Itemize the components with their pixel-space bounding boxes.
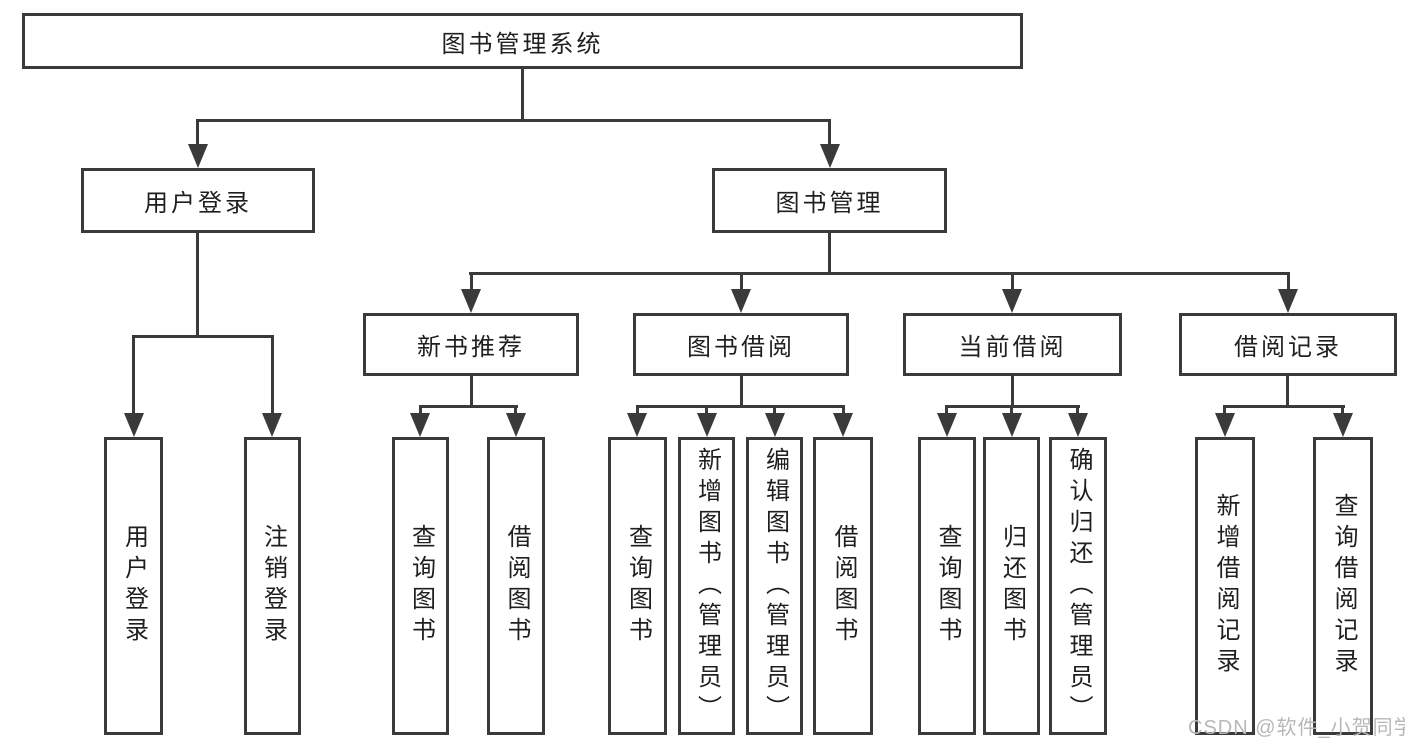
node-book-management: 图书管理 bbox=[712, 168, 947, 233]
arrow-down-icon bbox=[820, 144, 840, 168]
connector-line bbox=[773, 405, 776, 417]
connector-line bbox=[470, 376, 473, 407]
arrow-down-icon bbox=[188, 144, 208, 168]
leaf-label: 查询图书 bbox=[934, 524, 961, 648]
arrow-down-icon bbox=[461, 289, 481, 313]
connector-line bbox=[1076, 405, 1079, 417]
leaf-label: 确认归还（管理员） bbox=[1065, 446, 1092, 726]
connector-line bbox=[828, 233, 831, 274]
node-label: 新书推荐 bbox=[417, 334, 525, 361]
arrow-down-icon bbox=[697, 413, 717, 437]
connector-line bbox=[1341, 405, 1344, 417]
connector-line bbox=[740, 376, 743, 407]
connector-line bbox=[132, 335, 135, 417]
node-library-system: 图书管理系统 bbox=[22, 13, 1023, 69]
connector-line bbox=[1011, 272, 1014, 291]
leaf-add-borrow-record: 新增借阅记录 bbox=[1195, 437, 1255, 735]
leaf-borrow-books-recommend: 借阅图书 bbox=[487, 437, 545, 735]
connector-line bbox=[271, 335, 274, 417]
leaf-label: 编辑图书（管理员） bbox=[761, 446, 789, 726]
leaf-confirm-return-admin: 确认归还（管理员） bbox=[1049, 437, 1107, 735]
leaf-borrow-books: 借阅图书 bbox=[813, 437, 873, 735]
node-new-book-recommendation: 新书推荐 bbox=[363, 313, 579, 376]
leaf-logout: 注销登录 bbox=[244, 437, 301, 735]
arrow-down-icon bbox=[833, 413, 853, 437]
leaf-return-books: 归还图书 bbox=[983, 437, 1040, 735]
leaf-label: 用户登录 bbox=[120, 524, 148, 648]
connector-line bbox=[705, 405, 708, 417]
leaf-query-books-current: 查询图书 bbox=[918, 437, 976, 735]
leaf-label: 查询借阅记录 bbox=[1330, 493, 1357, 679]
connector-line bbox=[740, 272, 743, 291]
connector-line bbox=[1286, 376, 1289, 407]
arrow-down-icon bbox=[937, 413, 957, 437]
node-label: 图书管理 bbox=[775, 190, 884, 217]
connector-line bbox=[1223, 405, 1226, 417]
arrow-down-icon bbox=[731, 289, 751, 313]
node-borrowing-records: 借阅记录 bbox=[1179, 313, 1397, 376]
arrow-down-icon bbox=[1068, 413, 1088, 437]
connector-line bbox=[1223, 405, 1345, 408]
arrow-down-icon bbox=[765, 413, 785, 437]
connector-line bbox=[842, 405, 845, 417]
node-current-borrowing: 当前借阅 bbox=[903, 313, 1122, 376]
node-label: 图书借阅 bbox=[687, 334, 795, 361]
connector-line bbox=[132, 335, 274, 338]
arrow-down-icon bbox=[1002, 289, 1022, 313]
arrow-down-icon bbox=[1278, 289, 1298, 313]
arrow-down-icon bbox=[627, 413, 647, 437]
connector-line bbox=[636, 405, 639, 417]
arrow-down-icon bbox=[262, 413, 282, 437]
connector-line bbox=[470, 272, 473, 291]
connector-line bbox=[1287, 272, 1290, 291]
leaf-label: 查询图书 bbox=[407, 524, 435, 648]
connector-line bbox=[521, 69, 524, 119]
connector-line bbox=[419, 405, 518, 408]
connector-line bbox=[636, 405, 845, 408]
leaf-label: 注销登录 bbox=[259, 524, 287, 648]
arrow-down-icon bbox=[410, 413, 430, 437]
leaf-query-books-borrow: 查询图书 bbox=[608, 437, 667, 735]
arrow-down-icon bbox=[506, 413, 526, 437]
connector-line bbox=[1011, 376, 1014, 407]
connector-line bbox=[196, 119, 199, 148]
leaf-user-login: 用户登录 bbox=[104, 437, 163, 735]
connector-line bbox=[469, 272, 1290, 275]
leaf-label: 借阅图书 bbox=[830, 524, 857, 648]
leaf-label: 归还图书 bbox=[998, 524, 1026, 648]
connector-line bbox=[197, 119, 831, 122]
arrow-down-icon bbox=[1333, 413, 1353, 437]
csdn-watermark: CSDN @软件_小贺同学 bbox=[1188, 717, 1405, 739]
node-book-borrowing: 图书借阅 bbox=[633, 313, 849, 376]
node-label: 借阅记录 bbox=[1234, 334, 1342, 361]
arrow-down-icon bbox=[1002, 413, 1022, 437]
connector-line bbox=[828, 119, 831, 148]
leaf-label: 借阅图书 bbox=[503, 524, 530, 648]
leaf-edit-books-admin: 编辑图书（管理员） bbox=[746, 437, 803, 735]
leaf-label: 查询图书 bbox=[624, 524, 652, 648]
arrow-down-icon bbox=[1215, 413, 1235, 437]
leaf-label: 新增借阅记录 bbox=[1212, 493, 1239, 679]
node-label: 用户登录 bbox=[144, 190, 252, 217]
leaf-query-books-recommend: 查询图书 bbox=[392, 437, 449, 735]
node-user-login: 用户登录 bbox=[81, 168, 315, 233]
connector-line bbox=[945, 405, 948, 417]
connector-line bbox=[196, 233, 199, 337]
node-label: 当前借阅 bbox=[958, 334, 1067, 361]
leaf-label: 新增图书（管理员） bbox=[693, 446, 721, 726]
connector-line bbox=[514, 405, 517, 417]
arrow-down-icon bbox=[124, 413, 144, 437]
leaf-query-borrow-record: 查询借阅记录 bbox=[1313, 437, 1373, 735]
connector-line bbox=[419, 405, 422, 417]
node-label: 图书管理系统 bbox=[441, 30, 604, 58]
leaf-add-books-admin: 新增图书（管理员） bbox=[678, 437, 735, 735]
connector-line bbox=[1010, 405, 1013, 417]
